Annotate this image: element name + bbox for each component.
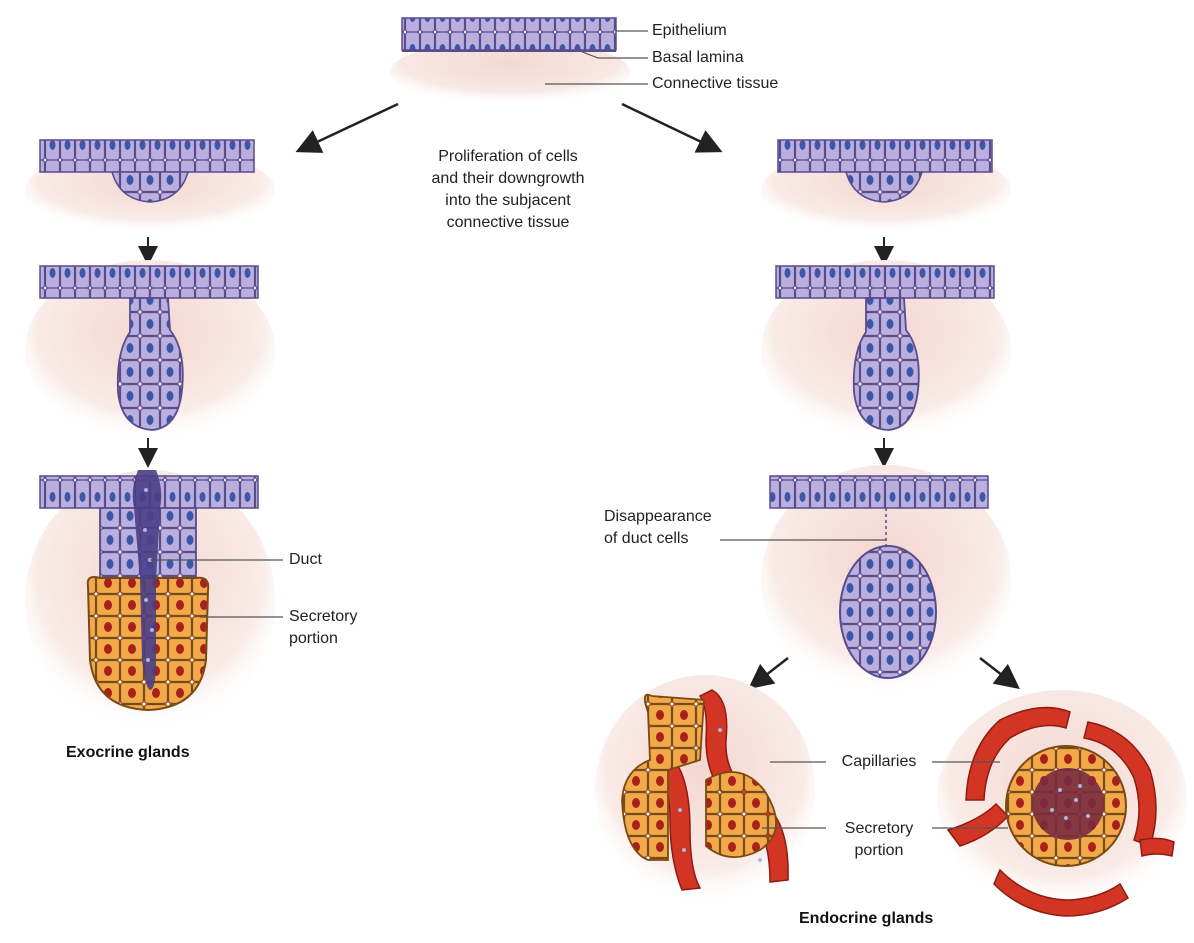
initial-epithelium [390, 17, 630, 104]
exocrine-stage-2 [25, 260, 275, 440]
proliferation-line-2: and their downgrowth [431, 170, 585, 187]
secretory-right-line-1: Secretory [844, 820, 914, 837]
arrow-to-cord-type [748, 657, 789, 690]
secretory-portion-left-label: Secretory portion [289, 606, 357, 650]
connective-tissue-label: Connective tissue [652, 75, 779, 92]
endocrine-leader-lines [762, 761, 1008, 829]
secretory-left-line-2: portion [289, 630, 338, 647]
endocrine-cord-gland [595, 675, 815, 905]
exocrine-caption: Exocrine glands [66, 744, 190, 761]
basal-lamina-label: Basal lamina [652, 49, 744, 66]
arrow-to-follicle-type [979, 657, 1020, 690]
endocrine-stage-3 [761, 465, 1011, 695]
capillaries-label: Capillaries [841, 753, 917, 770]
disappearance-line-1: Disappearance [604, 508, 712, 525]
disappearance-label: Disappearance of duct cells [604, 506, 712, 550]
proliferation-label: Proliferation of cells and their downgro… [408, 146, 608, 234]
proliferation-line-4: connective tissue [446, 214, 570, 231]
proliferation-line-3: into the subjacent [445, 192, 571, 209]
arrow-to-exocrine [295, 102, 399, 153]
secretory-right-line-2: portion [854, 842, 904, 859]
duct-label: Duct [289, 551, 322, 568]
endocrine-follicle-gland [937, 690, 1187, 917]
proliferation-line-1: Proliferation of cells [438, 148, 578, 165]
exocrine-gland [25, 470, 275, 730]
exocrine-stage-1 [25, 139, 275, 232]
endocrine-stage-1 [761, 139, 1011, 232]
arrow-to-endocrine [621, 102, 723, 153]
endocrine-caption: Endocrine glands [799, 910, 934, 927]
endocrine-stage-2 [761, 260, 1011, 440]
secretory-left-line-1: Secretory [289, 608, 358, 625]
epithelium-label: Epithelium [652, 22, 727, 39]
top-leader-lines [545, 30, 648, 85]
disappearance-line-2: of duct cells [604, 530, 689, 547]
exocrine-leader-lines [150, 559, 283, 618]
secretory-portion-right-label: Secretory portion [826, 818, 932, 862]
